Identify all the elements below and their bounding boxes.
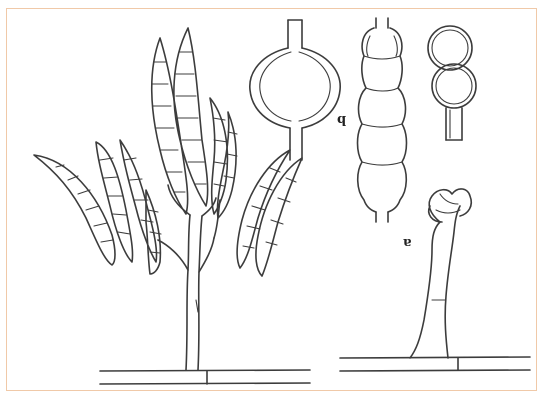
- stipe: [158, 185, 220, 370]
- conidium-5: [174, 28, 208, 206]
- terminal-chlamydospores: [428, 26, 476, 140]
- base-hypha-left: [100, 370, 310, 384]
- conidium-4: [152, 38, 188, 214]
- intercalary-swelling: [250, 20, 340, 160]
- label-b: b: [337, 112, 346, 127]
- label-a: a: [403, 235, 411, 250]
- coiled-conidiophore: [340, 189, 530, 371]
- conidiophore-cluster: [34, 28, 310, 384]
- conidium-1: [34, 155, 115, 265]
- chlamydospore-chain: [358, 18, 407, 222]
